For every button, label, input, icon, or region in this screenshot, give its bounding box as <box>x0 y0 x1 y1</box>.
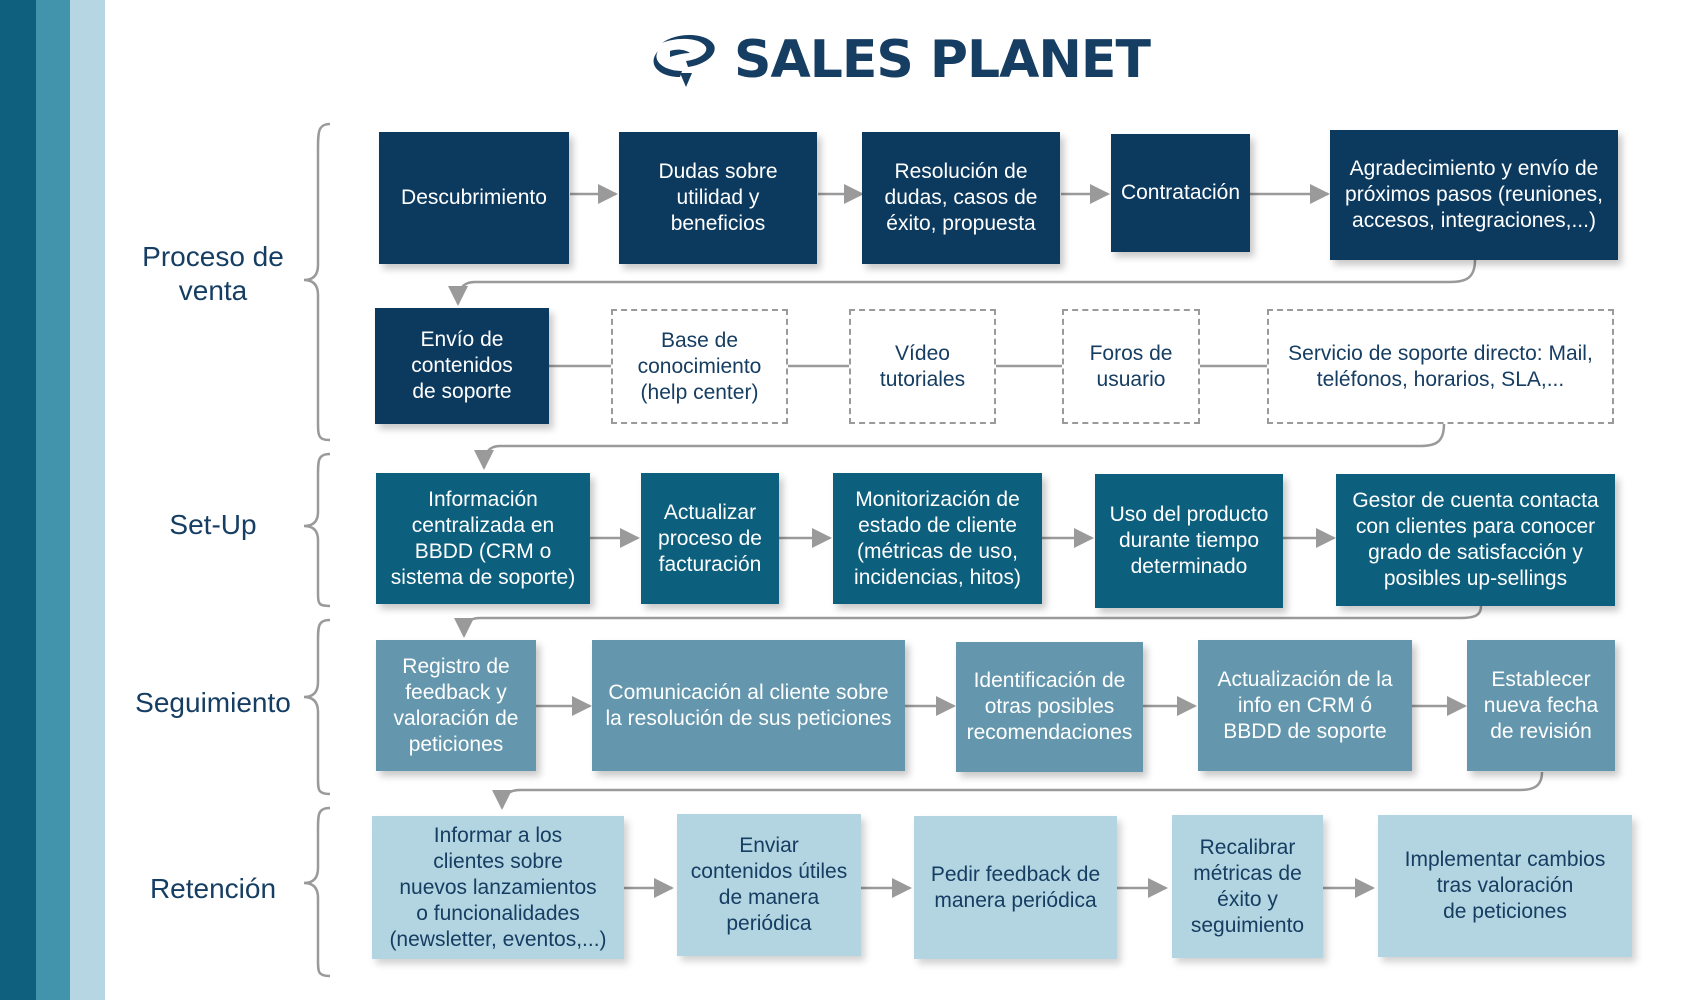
step-resolucion-dudas: Resolución de dudas, casos de éxito, pro… <box>862 132 1060 264</box>
arrow-seg-wrap <box>492 771 1544 810</box>
brand-name: SALES PLANET <box>734 30 1151 90</box>
step-contratacion: Contratación <box>1111 134 1250 252</box>
planet-icon <box>653 34 715 87</box>
step-actualizar-facturacion: Actualizar proceso de facturación <box>641 473 779 604</box>
bracket-retencion <box>303 806 331 978</box>
step-uso-producto: Uso del producto durante tiempo determin… <box>1095 474 1283 608</box>
step-recalibrar-metricas: Recalibrar métricas de éxito y seguimien… <box>1172 815 1323 958</box>
resource-base-conocimiento: Base de conocimiento (help center) <box>611 309 788 424</box>
decorative-stripe-dark <box>0 0 36 1000</box>
resource-servicio-soporte: Servicio de soporte directo: Mail, teléf… <box>1267 309 1614 424</box>
section-label-venta: Proceso de venta <box>142 241 284 306</box>
section-label-setup: Set-Up <box>169 509 257 540</box>
resource-video-tutoriales: Vídeo tutoriales <box>849 309 996 424</box>
decorative-stripe-mid <box>36 0 70 1000</box>
bracket-setup <box>303 452 331 608</box>
step-actualizacion-crm: Actualización de la info en CRM ó BBDD d… <box>1198 640 1412 771</box>
bracket-seguimiento <box>303 618 331 796</box>
step-comunicacion-cliente: Comunicación al cliente sobre la resoluc… <box>592 640 905 771</box>
brand-logo: SALES PLANET <box>650 24 1151 96</box>
step-identificacion-recomendaciones: Identificación de otras posibles recomen… <box>956 642 1143 772</box>
arrow-venta-wrap <box>448 259 1477 306</box>
step-gestor-cuenta: Gestor de cuenta contacta con clientes p… <box>1336 474 1615 606</box>
section-label-seguimiento: Seguimiento <box>135 687 291 718</box>
section-label-retencion: Retención <box>149 873 277 904</box>
step-descubrimiento: Descubrimiento <box>379 132 569 264</box>
step-agradecimiento: Agradecimiento y envío de próximos pasos… <box>1330 130 1618 260</box>
step-informacion-centralizada: Información centralizada en BBDD (CRM o … <box>376 473 590 604</box>
step-nueva-fecha-revision: Establecer nueva fecha de revisión <box>1467 640 1615 771</box>
step-enviar-contenidos: Enviar contenidos útiles de manera perió… <box>677 814 861 956</box>
arrow-soporte-wrap <box>474 423 1446 470</box>
resource-foros-usuario: Foros de usuario <box>1062 309 1200 424</box>
step-informar-clientes: Informar a los clientes sobre nuevos lan… <box>372 816 624 959</box>
step-monitorizacion: Monitorización de estado de cliente (mét… <box>833 473 1042 604</box>
decorative-stripe-light <box>70 0 105 1000</box>
step-implementar-cambios: Implementar cambios tras valoración de p… <box>1378 815 1632 957</box>
bracket-venta <box>303 122 331 442</box>
step-dudas-utilidad: Dudas sobre utilidad y beneficios <box>619 132 817 264</box>
arrow-setup-wrap <box>454 605 1483 638</box>
step-registro-feedback: Registro de feedback y valoración de pet… <box>376 640 536 771</box>
step-envio-contenidos: Envío de contenidos de soporte <box>375 308 549 424</box>
step-pedir-feedback: Pedir feedback de manera periódica <box>914 816 1117 959</box>
